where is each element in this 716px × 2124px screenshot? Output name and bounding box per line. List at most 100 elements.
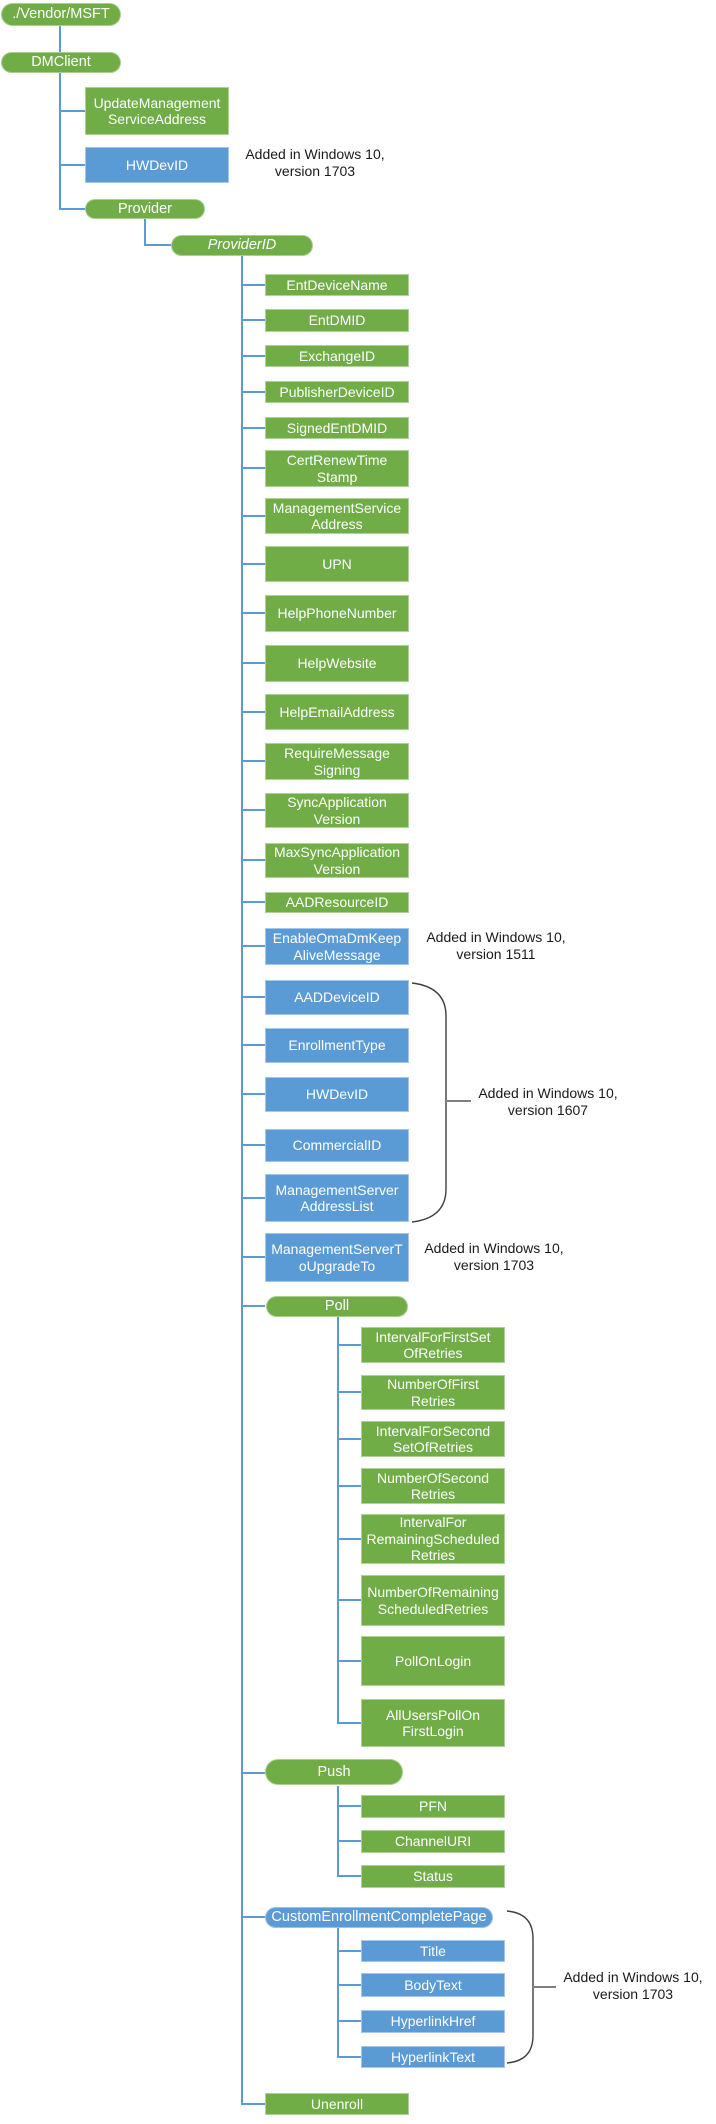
node-numberoffirstretries: NumberOfFirst Retries [361, 1375, 505, 1410]
connector-line [241, 945, 265, 947]
node-exchangeid: ExchangeID [265, 345, 409, 367]
connector-line [241, 515, 265, 517]
ann-cecp-1703: Added in Windows 10, version 1703 [563, 1969, 703, 2002]
node-helpphonenumber: HelpPhoneNumber [265, 595, 409, 632]
connector-line [241, 256, 243, 2105]
connector-line [59, 164, 85, 166]
node-provider: Provider [85, 199, 205, 219]
connector-line [241, 2103, 265, 2105]
node-poll: Poll [266, 1296, 408, 1317]
node-numberofsecondretries: NumberOfSecond Retries [361, 1468, 505, 1504]
connector-line [241, 563, 265, 565]
connector-line [337, 1875, 361, 1877]
connector-line [337, 1599, 361, 1601]
node-status: Status [361, 1865, 505, 1888]
node-commercialid: CommercialID [265, 1129, 409, 1162]
connector-line [241, 711, 265, 713]
connector-line [241, 1305, 265, 1307]
node-bodytext: BodyText [361, 1973, 505, 1997]
node-aaddeviceid: AADDeviceID [265, 980, 409, 1015]
connector-line [241, 662, 265, 664]
connector-line [337, 1485, 361, 1487]
node-requiremessagesigning: RequireMessage Signing [265, 743, 409, 780]
node-enrollmenttype: EnrollmentType [265, 1028, 409, 1063]
connector-line [241, 1144, 265, 1146]
node-hwdevid-top: HWDevID [85, 147, 229, 183]
connector-line [144, 244, 171, 246]
connector-line [337, 1805, 361, 1807]
node-publisherdeviceid: PublisherDeviceID [265, 381, 409, 403]
node-helpemailaddress: HelpEmailAddress [265, 694, 409, 730]
node-dmclient: DMClient [1, 52, 121, 73]
connector-line [241, 284, 265, 286]
node-push: Push [265, 1759, 403, 1785]
connector-line [59, 73, 61, 210]
node-pollonlogin: PollOnLogin [361, 1636, 505, 1686]
node-maxsyncapplicationversion: MaxSyncApplication Version [265, 843, 409, 878]
connector-line [241, 760, 265, 762]
connector-line [241, 1772, 265, 1774]
node-alluserspollonfirstlogin: AllUsersPollOn FirstLogin [361, 1699, 505, 1747]
node-numberofremainingscheduledretries: NumberOfRemaining ScheduledRetries [361, 1575, 505, 1626]
node-updatemanagementserviceaddress: UpdateManagement ServiceAddress [85, 87, 229, 135]
connector-line [337, 2056, 361, 2058]
connector-line [241, 391, 265, 393]
connector-line [337, 1928, 339, 2058]
connector-line [241, 1044, 265, 1046]
node-hyperlinkhref: HyperlinkHref [361, 2010, 505, 2033]
connector-line [241, 1916, 265, 1918]
connector-line [241, 612, 265, 614]
connector-line [241, 467, 265, 469]
node-title: Title [361, 1940, 505, 1962]
connector-line [337, 1786, 339, 1877]
node-intervalforremainingscheduledretries: IntervalFor RemainingScheduled Retries [361, 1514, 505, 1564]
node-aadresourceid: AADResourceID [265, 892, 409, 913]
connector-line [337, 1391, 361, 1393]
node-providerid: ProviderID [171, 235, 313, 256]
ann-upgradeto-1703: Added in Windows 10, version 1703 [424, 1240, 564, 1273]
node-syncapplicationversion: SyncApplication Version [265, 793, 409, 828]
connector-line [337, 1722, 361, 1724]
node-certrenewtimestamp: CertRenewTime Stamp [265, 450, 409, 487]
node-channeluri: ChannelURI [361, 1830, 505, 1853]
connector-line [241, 1093, 265, 1095]
connector-line [337, 1950, 361, 1952]
node-vendor-msft: ./Vendor/MSFT [1, 3, 121, 26]
connector-line [241, 901, 265, 903]
connector-line [59, 26, 61, 52]
connector-line [337, 1538, 361, 1540]
ann-group-1607: Added in Windows 10, version 1607 [478, 1085, 618, 1118]
node-hwdevid: HWDevID [265, 1077, 409, 1112]
ann-hwdevid-1703: Added in Windows 10, version 1703 [245, 146, 385, 179]
node-signedentdmid: SignedEntDMID [265, 417, 409, 439]
node-intervalforsecondsetofretries: IntervalForSecond SetOfRetries [361, 1421, 505, 1457]
node-hyperlinktext: HyperlinkText [361, 2046, 505, 2068]
node-managementserveraddresslist: ManagementServer AddressList [265, 1174, 409, 1222]
connector-line [337, 1984, 361, 1986]
connector-line [241, 996, 265, 998]
connector-line [241, 1256, 265, 1258]
connector-line [241, 1197, 265, 1199]
connector-line [337, 1438, 361, 1440]
connector-line [337, 1840, 361, 1842]
node-entdevicename: EntDeviceName [265, 274, 409, 296]
connector-line [337, 1317, 339, 1724]
node-pfn: PFN [361, 1795, 505, 1818]
brace-cecp-group [506, 1910, 534, 2064]
connector-line [241, 319, 265, 321]
node-customenrollmentcompletepage: CustomEnrollmentCompletePage [265, 1907, 493, 1928]
connector-line [59, 208, 85, 210]
node-enableomadmkeepalivemessage: EnableOmaDmKeep AliveMessage [265, 928, 409, 965]
node-entdmid: EntDMID [265, 309, 409, 332]
node-managementserviceaddress: ManagementService Address [265, 498, 409, 534]
connector-line [337, 2020, 361, 2022]
node-helpwebsite: HelpWebsite [265, 645, 409, 682]
node-upn: UPN [265, 546, 409, 582]
connector-line [59, 110, 85, 112]
ann-keepalive-1511: Added in Windows 10, version 1511 [426, 929, 566, 962]
node-unenroll: Unenroll [265, 2093, 409, 2115]
connector-line [337, 1660, 361, 1662]
connector-line [144, 219, 146, 246]
node-intervalforfirstsetofretries: IntervalForFirstSet OfRetries [361, 1327, 505, 1363]
